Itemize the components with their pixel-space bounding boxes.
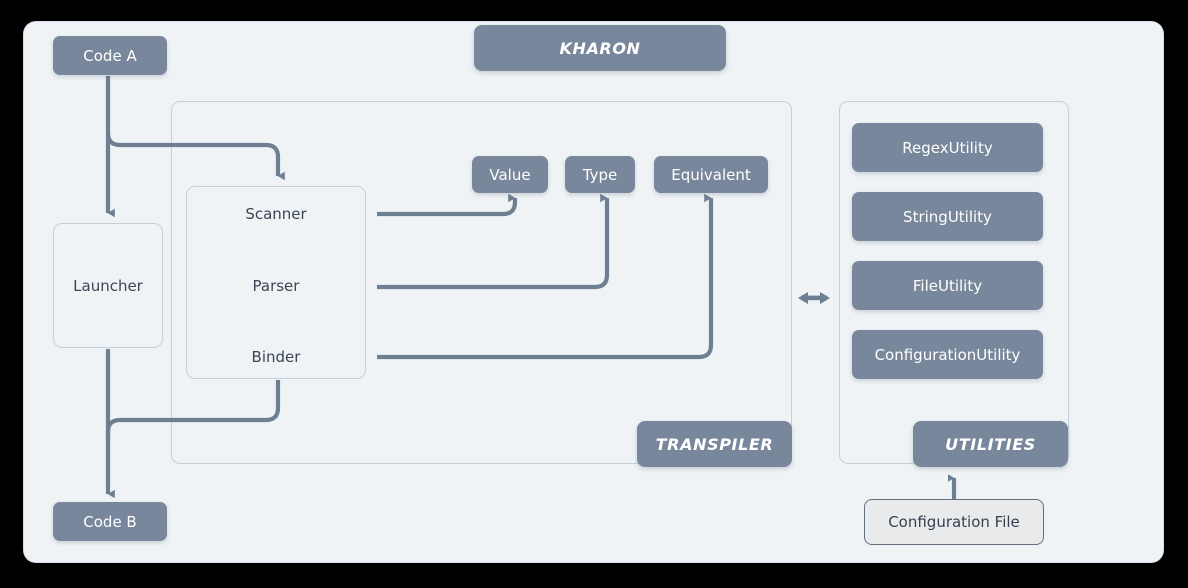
stage-label-binder[interactable]: Binder	[251, 348, 301, 366]
node-value-label: Value	[489, 165, 531, 184]
node-string-utility[interactable]: StringUtility	[852, 192, 1043, 241]
group-badge-transpiler-label: TRANSPILER	[655, 434, 774, 454]
node-regex-utility[interactable]: RegexUtility	[852, 123, 1043, 172]
stage-label-scanner[interactable]: Scanner	[245, 205, 307, 223]
node-file-utility-label: FileUtility	[912, 276, 983, 295]
launcher-label: Launcher	[73, 277, 143, 295]
group-badge-kharon: KHARON	[474, 25, 726, 71]
node-code-a-label: Code A	[83, 46, 137, 65]
transpiler-frame	[171, 101, 792, 464]
node-code-a[interactable]: Code A	[53, 36, 167, 75]
node-configuration-file[interactable]: Configuration File	[864, 499, 1044, 545]
node-configuration-utility-label: ConfigurationUtility	[874, 345, 1021, 364]
node-equivalent-label: Equivalent	[671, 165, 751, 184]
group-badge-utilities-label: UTILITIES	[945, 434, 1036, 454]
node-regex-utility-label: RegexUtility	[902, 138, 993, 157]
node-type[interactable]: Type	[565, 156, 635, 193]
stage-label-parser[interactable]: Parser	[252, 277, 300, 295]
group-badge-utilities: UTILITIES	[913, 421, 1068, 467]
node-string-utility-label: StringUtility	[903, 207, 992, 226]
node-type-label: Type	[582, 165, 618, 184]
node-value[interactable]: Value	[472, 156, 548, 193]
group-badge-kharon-label: KHARON	[559, 38, 641, 58]
node-equivalent[interactable]: Equivalent	[654, 156, 768, 193]
node-file-utility[interactable]: FileUtility	[852, 261, 1043, 310]
node-configuration-utility[interactable]: ConfigurationUtility	[852, 330, 1043, 379]
group-badge-transpiler: TRANSPILER	[637, 421, 792, 467]
pipeline-stages-box	[186, 186, 366, 379]
node-code-b[interactable]: Code B	[53, 502, 167, 541]
node-configuration-file-label: Configuration File	[888, 513, 1020, 531]
node-code-b-label: Code B	[83, 512, 137, 531]
launcher-box[interactable]	[53, 223, 163, 348]
